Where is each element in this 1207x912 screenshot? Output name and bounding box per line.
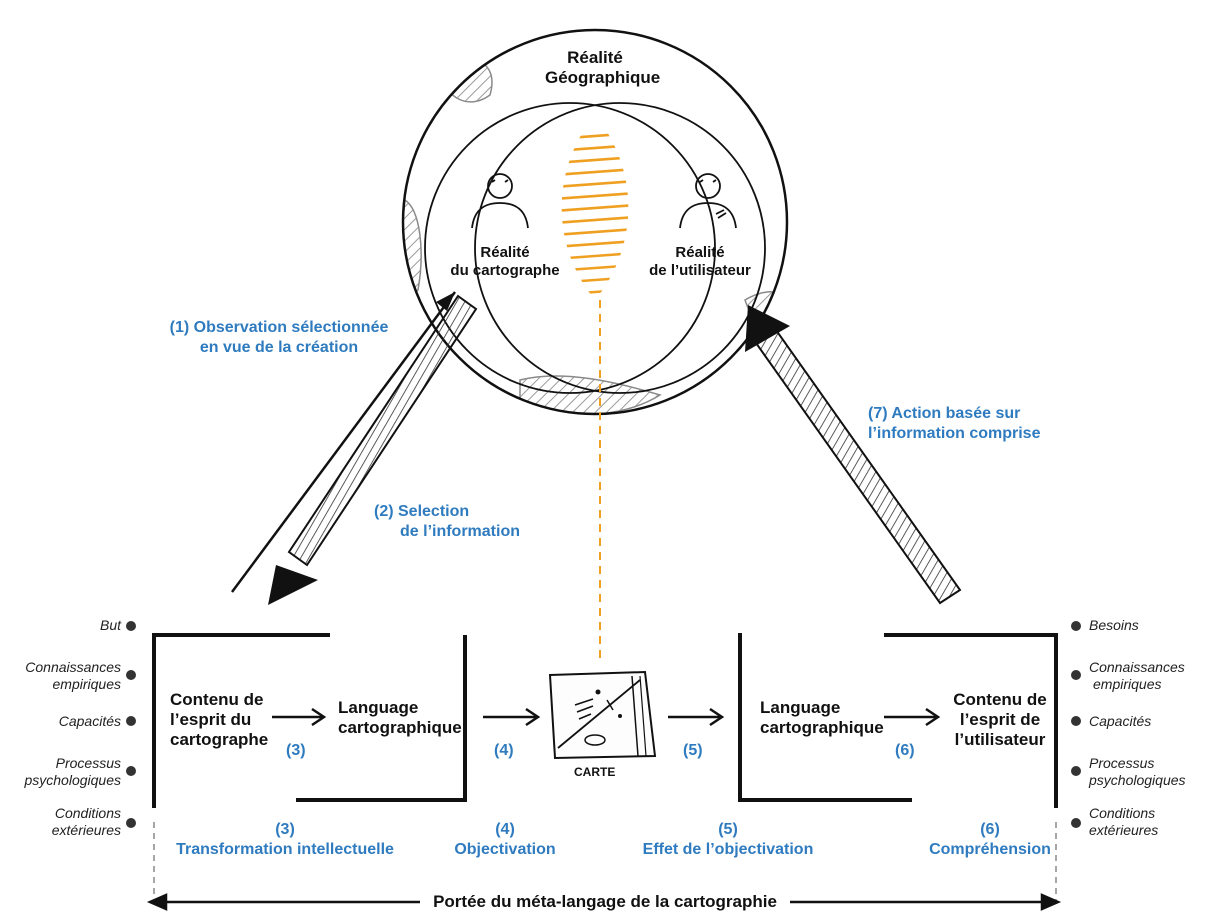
right-language-box bbox=[738, 633, 912, 802]
step-6-inline: (6) bbox=[895, 742, 915, 759]
observation-line2: en vue de la création bbox=[199, 339, 359, 356]
action-label: (7) Action basée sur l’information compr… bbox=[868, 404, 1040, 444]
left-factor-knowledge: Connaissances empiriques bbox=[0, 659, 121, 693]
left-factor-bullets bbox=[126, 621, 136, 828]
step-6-number: (6) bbox=[980, 821, 1000, 838]
selection-arrow bbox=[268, 294, 478, 605]
map-label: CARTE bbox=[574, 765, 616, 779]
user-mind-label: Contenu de l’esprit de l’utilisateur bbox=[945, 690, 1055, 750]
step-3-label: (3) Transformation intellectuelle bbox=[160, 820, 410, 860]
scope-label: Portée du méta-langage de la cartographi… bbox=[420, 892, 790, 912]
step-5-number: (5) bbox=[718, 821, 738, 838]
step-4-label: (4) Objectivation bbox=[440, 820, 570, 860]
left-factor-but: But bbox=[99, 617, 121, 633]
right-language-line2: cartographique bbox=[760, 718, 884, 737]
left-factor-conditions: Conditions extérieures bbox=[0, 805, 121, 839]
left-language-line2: cartographique bbox=[338, 718, 462, 737]
right-factor-knowledge: Connaissances empiriques bbox=[1089, 659, 1185, 693]
right-factor-bullets bbox=[1071, 621, 1081, 828]
step-3-inline: (3) bbox=[286, 742, 306, 759]
left-factor-processes-line2: psychologiques bbox=[24, 772, 121, 788]
cartographer-reality-circle bbox=[424, 102, 716, 394]
right-factor-processes: Processus psychologiques bbox=[1089, 755, 1186, 789]
step-6-text: Compréhension bbox=[929, 841, 1051, 858]
step-5-label: (5) Effet de l’objectivation bbox=[630, 820, 826, 860]
left-factor-knowledge-line1: Connaissances bbox=[25, 659, 121, 675]
geographic-reality-circle bbox=[401, 28, 789, 416]
right-factor-besoins: Besoins bbox=[1089, 617, 1139, 633]
land-scribbles bbox=[403, 59, 787, 414]
user-mind-line3: l’utilisateur bbox=[954, 730, 1046, 749]
left-language-label: Language cartographique bbox=[338, 698, 462, 738]
right-factor-conditions-line1: Conditions bbox=[1089, 805, 1156, 821]
cartographer-mind-label: Contenu de l’esprit du cartographe bbox=[170, 690, 268, 750]
left-language-line1: Language bbox=[338, 698, 419, 717]
action-line1: (7) Action basée sur bbox=[868, 405, 1021, 422]
user-reality-line2: de l’utilisateur bbox=[649, 262, 751, 279]
step-3-text: Transformation intellectuelle bbox=[176, 841, 394, 858]
selection-line2: de l’information bbox=[400, 523, 520, 540]
selection-line1: (2) Selection bbox=[374, 503, 470, 520]
left-factor-capacities: Capacités bbox=[58, 713, 121, 729]
cartographer-mind-line3: cartographe bbox=[170, 730, 269, 749]
flow-arrows bbox=[272, 707, 941, 727]
observation-label: (1) Observation sélectionnée en vue de l… bbox=[150, 318, 408, 358]
right-factor-knowledge-line1: Connaissances bbox=[1089, 659, 1185, 675]
selection-label: (2) Selection de l’information bbox=[374, 502, 520, 542]
user-reality-line1: Réalité bbox=[675, 244, 725, 261]
cartographer-mind-line2: l’esprit du bbox=[170, 710, 252, 729]
user-mind-box bbox=[884, 633, 1058, 808]
left-factor-processes: Processus psychologiques bbox=[0, 755, 121, 789]
user-reality-label: Réalité de l’utilisateur bbox=[630, 244, 770, 280]
left-factor-knowledge-line2: empiriques bbox=[52, 676, 121, 692]
cartographer-reality-line2: du cartographe bbox=[450, 262, 560, 279]
left-factor-conditions-line1: Conditions bbox=[54, 805, 121, 821]
right-language-line1: Language bbox=[760, 698, 841, 717]
right-language-label: Language cartographique bbox=[760, 698, 884, 738]
step-4-number: (4) bbox=[495, 821, 515, 838]
action-line2: l’information comprise bbox=[868, 425, 1041, 442]
right-factor-capacities: Capacités bbox=[1089, 713, 1152, 729]
geographic-reality-title: Réalité Géographique bbox=[545, 48, 661, 88]
step-5-text: Effet de l’objectivation bbox=[642, 841, 814, 858]
cartographer-reality-line1: Réalité bbox=[480, 244, 530, 261]
map-sketch-icon bbox=[548, 670, 657, 760]
user-mind-line1: Contenu de bbox=[953, 690, 1047, 709]
observation-arrow bbox=[230, 291, 457, 593]
cartographer-mind-box bbox=[152, 633, 330, 808]
step-6-label: (6) Compréhension bbox=[920, 820, 1060, 860]
right-factor-conditions-line2: extérieures bbox=[1089, 822, 1159, 838]
left-factor-processes-line1: Processus bbox=[55, 755, 121, 771]
right-factor-knowledge-line2: empiriques bbox=[1093, 676, 1162, 692]
step-4-inline: (4) bbox=[494, 742, 514, 759]
user-reality-circle bbox=[474, 102, 766, 394]
user-mind-line2: l’esprit de bbox=[959, 710, 1041, 729]
step-4-text: Objectivation bbox=[454, 841, 556, 858]
geographic-reality-line1: Réalité bbox=[567, 48, 623, 67]
cartographer-person-icon bbox=[471, 173, 529, 229]
left-factor-conditions-line2: extérieures bbox=[51, 822, 121, 838]
right-factor-processes-line2: psychologiques bbox=[1089, 772, 1186, 788]
cartographer-reality-label: Réalité du cartographe bbox=[440, 244, 570, 280]
cartographer-mind-line1: Contenu de bbox=[170, 690, 264, 709]
geographic-reality-line2: Géographique bbox=[545, 68, 661, 87]
left-language-box bbox=[296, 635, 467, 802]
step-3-number: (3) bbox=[275, 821, 295, 838]
step-5-inline: (5) bbox=[683, 742, 703, 759]
action-arrow bbox=[745, 305, 962, 605]
shared-reality-hatch bbox=[561, 130, 629, 298]
right-factor-conditions: Conditions extérieures bbox=[1089, 805, 1158, 839]
scope-arrow bbox=[146, 893, 1062, 911]
right-factor-processes-line1: Processus bbox=[1089, 755, 1155, 771]
observation-line1: (1) Observation sélectionnée bbox=[169, 319, 389, 336]
user-person-icon bbox=[679, 173, 737, 229]
